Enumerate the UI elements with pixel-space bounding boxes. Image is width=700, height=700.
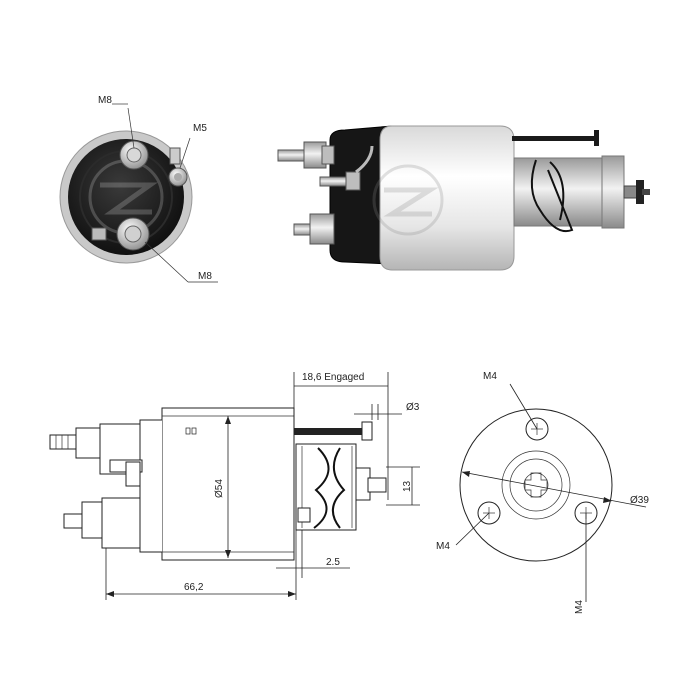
- label-m8-top: M8: [98, 95, 112, 106]
- label-bolt-circle: Ø39: [630, 495, 649, 506]
- label-m8-bottom: M8: [198, 271, 212, 282]
- m8-bottom-terminal: [91, 217, 150, 251]
- bottom-stud: [293, 213, 335, 245]
- top-stud: [277, 141, 335, 169]
- label-screw-bottom: M4: [574, 600, 585, 614]
- end-view-drawing: [455, 383, 647, 602]
- label-gap: 2.5: [326, 557, 340, 568]
- label-length: 66,2: [184, 582, 204, 593]
- label-body-dia: Ø54: [214, 479, 225, 498]
- label-height: 13: [402, 480, 413, 492]
- label-screw-left: M4: [436, 541, 450, 552]
- watermark-logo-side: [372, 164, 444, 236]
- label-m5: M5: [193, 123, 207, 134]
- m5-terminal: [168, 147, 188, 187]
- side-dimension-drawing: [49, 372, 420, 600]
- middle-stud: [319, 145, 374, 191]
- side-view-photo: [277, 125, 650, 271]
- front-face-photo: [59, 103, 218, 283]
- m8-top-terminal: [119, 140, 149, 170]
- label-pin-dia: Ø3: [406, 402, 420, 413]
- label-engaged: 18,6 Engaged: [302, 372, 364, 383]
- label-screw-top: M4: [483, 371, 497, 382]
